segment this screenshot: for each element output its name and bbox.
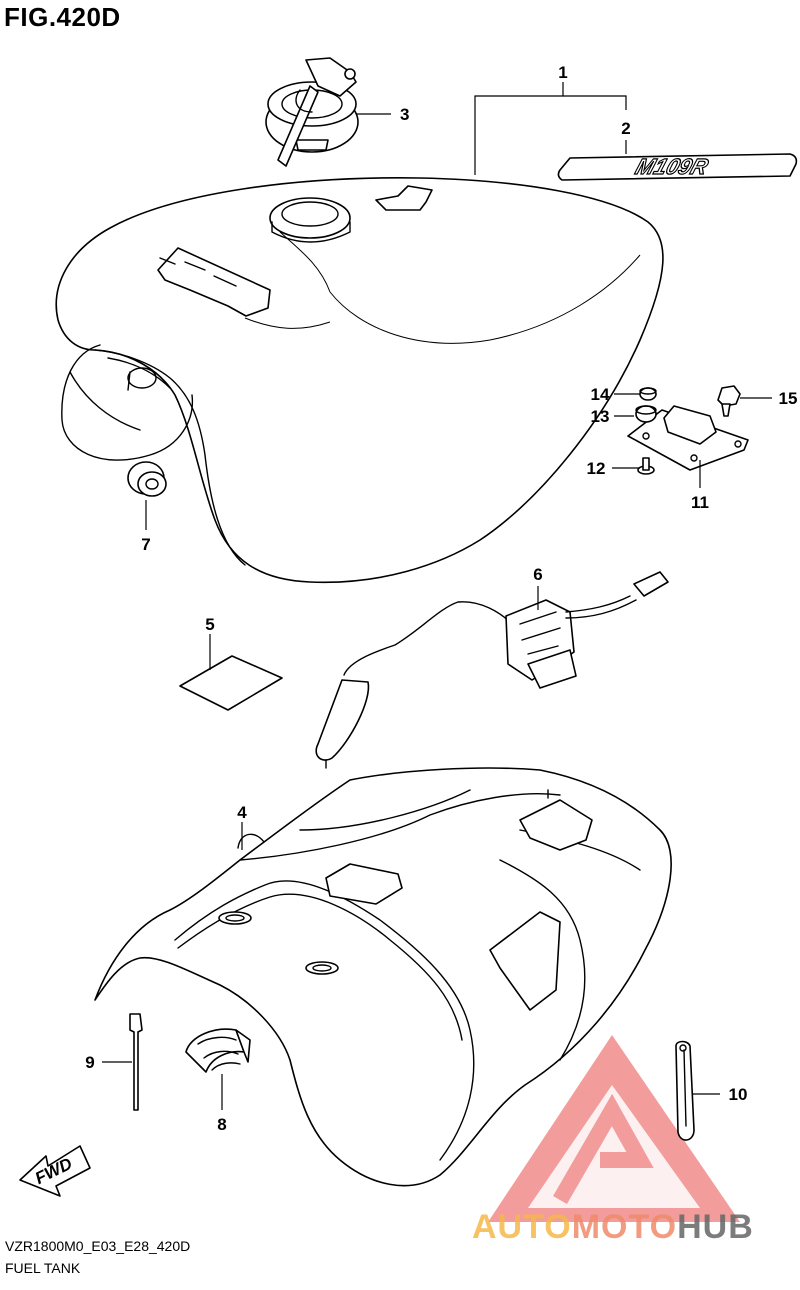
callout-labels: 1 2 3 4 5 6 7 8 9 10 11 12 13 14 15 — [85, 63, 797, 1134]
part-13-grommet — [635, 405, 657, 423]
part-14-collar — [639, 387, 657, 401]
emblem-lettering: M109R — [632, 155, 711, 179]
callout-10: 10 — [729, 1085, 748, 1104]
part-7-damper — [127, 461, 167, 497]
part-5-pad — [179, 655, 283, 711]
callout-3: 3 — [400, 105, 409, 124]
callout-4: 4 — [237, 803, 247, 822]
callout-5: 5 — [205, 615, 214, 634]
leader-lines — [102, 82, 772, 1110]
watermark-logo — [488, 1035, 740, 1222]
callout-13: 13 — [591, 407, 610, 426]
callout-12: 12 — [587, 459, 606, 478]
part-9-cable-tie — [129, 1013, 143, 1111]
part-10-strap — [675, 1040, 695, 1141]
section-name: FUEL TANK — [5, 1260, 81, 1276]
callout-9: 9 — [85, 1053, 94, 1072]
figure-title: FIG.420D — [4, 2, 121, 32]
callout-7: 7 — [141, 535, 150, 554]
part-12-bolt — [637, 457, 655, 475]
callout-14: 14 — [591, 385, 610, 404]
part-8-clamp — [185, 1028, 251, 1073]
part-1-fuel-tank — [55, 177, 664, 584]
watermark-auto: AUTOMOTOHUB — [472, 1208, 754, 1246]
callout-1: 1 — [558, 63, 567, 82]
fwd-arrow-badge: FWD — [19, 1145, 91, 1197]
callout-2: 2 — [621, 119, 630, 138]
part-6-fuel-gauge — [315, 571, 669, 769]
diagram-code: VZR1800M0_E03_E28_420D — [5, 1238, 191, 1254]
callout-15: 15 — [779, 389, 798, 408]
part-15-bolt — [717, 385, 741, 417]
part-4-cover — [94, 767, 672, 1187]
callout-11: 11 — [691, 493, 709, 512]
part-3-fuel-cap — [265, 57, 359, 167]
watermark-text: AUTOMOTOHUB — [472, 1208, 754, 1246]
callout-8: 8 — [217, 1115, 226, 1134]
callout-6: 6 — [533, 565, 542, 584]
part-2-emblem: M109R — [557, 153, 798, 181]
